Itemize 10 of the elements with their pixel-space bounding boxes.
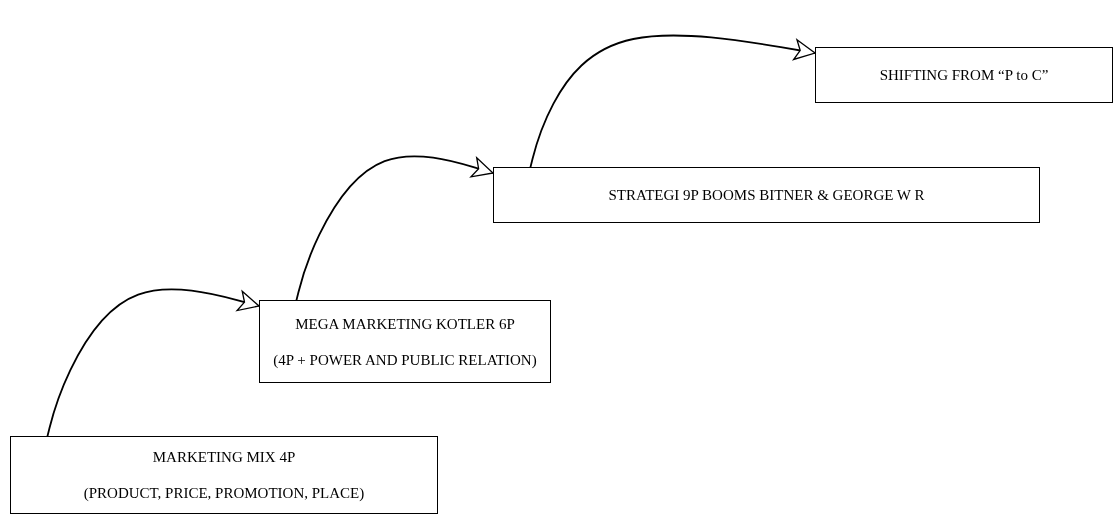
box-text: MARKETING MIX 4P: [152, 448, 296, 467]
text-box: [493, 167, 1040, 223]
box-text: (PRODUCT, PRICE, PROMOTION, PLACE): [83, 484, 365, 503]
box-text: MEGA MARKETING KOTLER 6P: [295, 314, 515, 334]
box-text: STRATEGI 9P BOOMS BITNER & GEORGE W R: [608, 186, 925, 205]
text-box: [815, 47, 1113, 103]
text-box: [10, 436, 438, 514]
box-text: (4P + POWER AND PUBLIC RELATION): [273, 350, 537, 370]
text-box: [259, 300, 551, 383]
box-text: SHIFTING FROM “P to C”: [879, 66, 1049, 85]
